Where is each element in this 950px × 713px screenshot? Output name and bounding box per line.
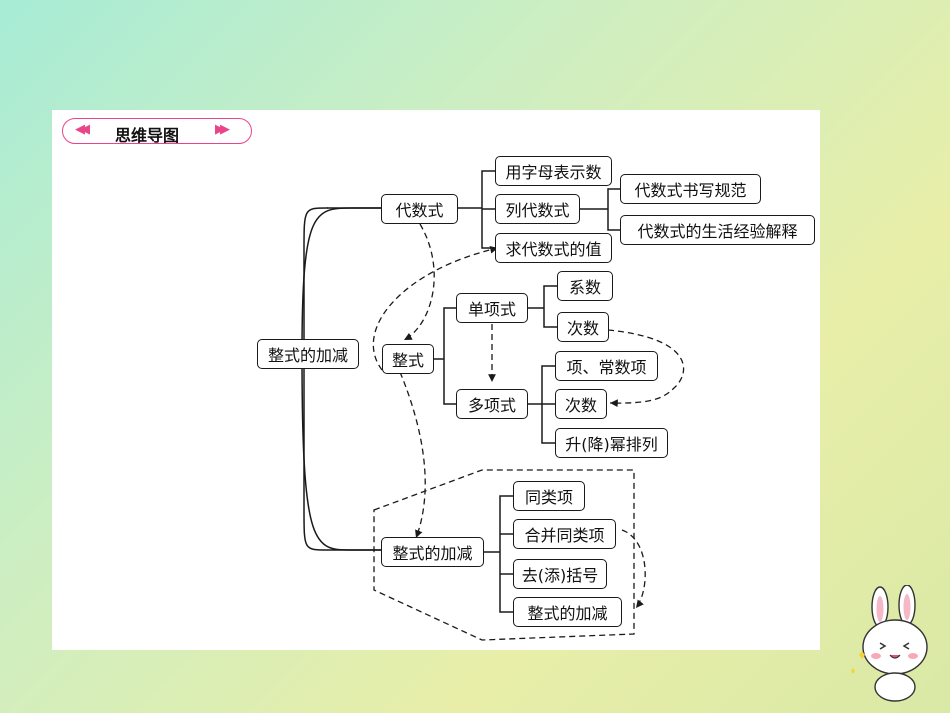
node-real-life-interpretation: 代数式的生活经验解释	[620, 215, 815, 245]
node-write-algebraic-expression: 列代数式	[495, 194, 580, 224]
node-addition-subtraction-result: 整式的加减	[513, 597, 622, 627]
node-root: 整式的加减	[257, 339, 359, 369]
header-badge: ◀◀ 思维导图 ▶▶	[62, 118, 252, 145]
header-title: 思维导图	[115, 126, 180, 145]
node-writing-conventions: 代数式书写规范	[620, 174, 761, 204]
node-combine-like-terms: 合并同类项	[513, 519, 616, 549]
node-polynomial-expression: 整式	[382, 344, 434, 374]
node-monomial: 单项式	[456, 293, 528, 323]
node-algebraic-expression: 代数式	[381, 194, 458, 224]
node-monomial-degree: 次数	[557, 312, 609, 342]
node-terms-constant: 项、常数项	[555, 351, 658, 381]
node-like-terms: 同类项	[513, 481, 585, 511]
node-remove-add-brackets: 去(添)括号	[513, 559, 607, 589]
node-addition-subtraction: 整式的加减	[381, 537, 484, 567]
node-polynomial-degree: 次数	[555, 389, 607, 419]
mind-map-slide: ◀◀ 思维导图 ▶▶ 整式的加减 代数式 用字母表示数 列代数式 代数式书写规范…	[52, 110, 820, 650]
node-evaluate-expression: 求代数式的值	[495, 233, 612, 263]
node-ascending-descending-order: 升(降)幂排列	[555, 428, 668, 458]
double-chevron-right-icon: ▶▶	[215, 122, 230, 137]
node-letters-represent-numbers: 用字母表示数	[495, 156, 612, 186]
double-chevron-left-icon: ◀◀	[75, 122, 90, 137]
node-coefficient: 系数	[557, 271, 613, 301]
connector-lines	[301, 170, 685, 641]
node-polynomial: 多项式	[456, 389, 528, 419]
bunny-mascot-icon	[851, 585, 928, 702]
